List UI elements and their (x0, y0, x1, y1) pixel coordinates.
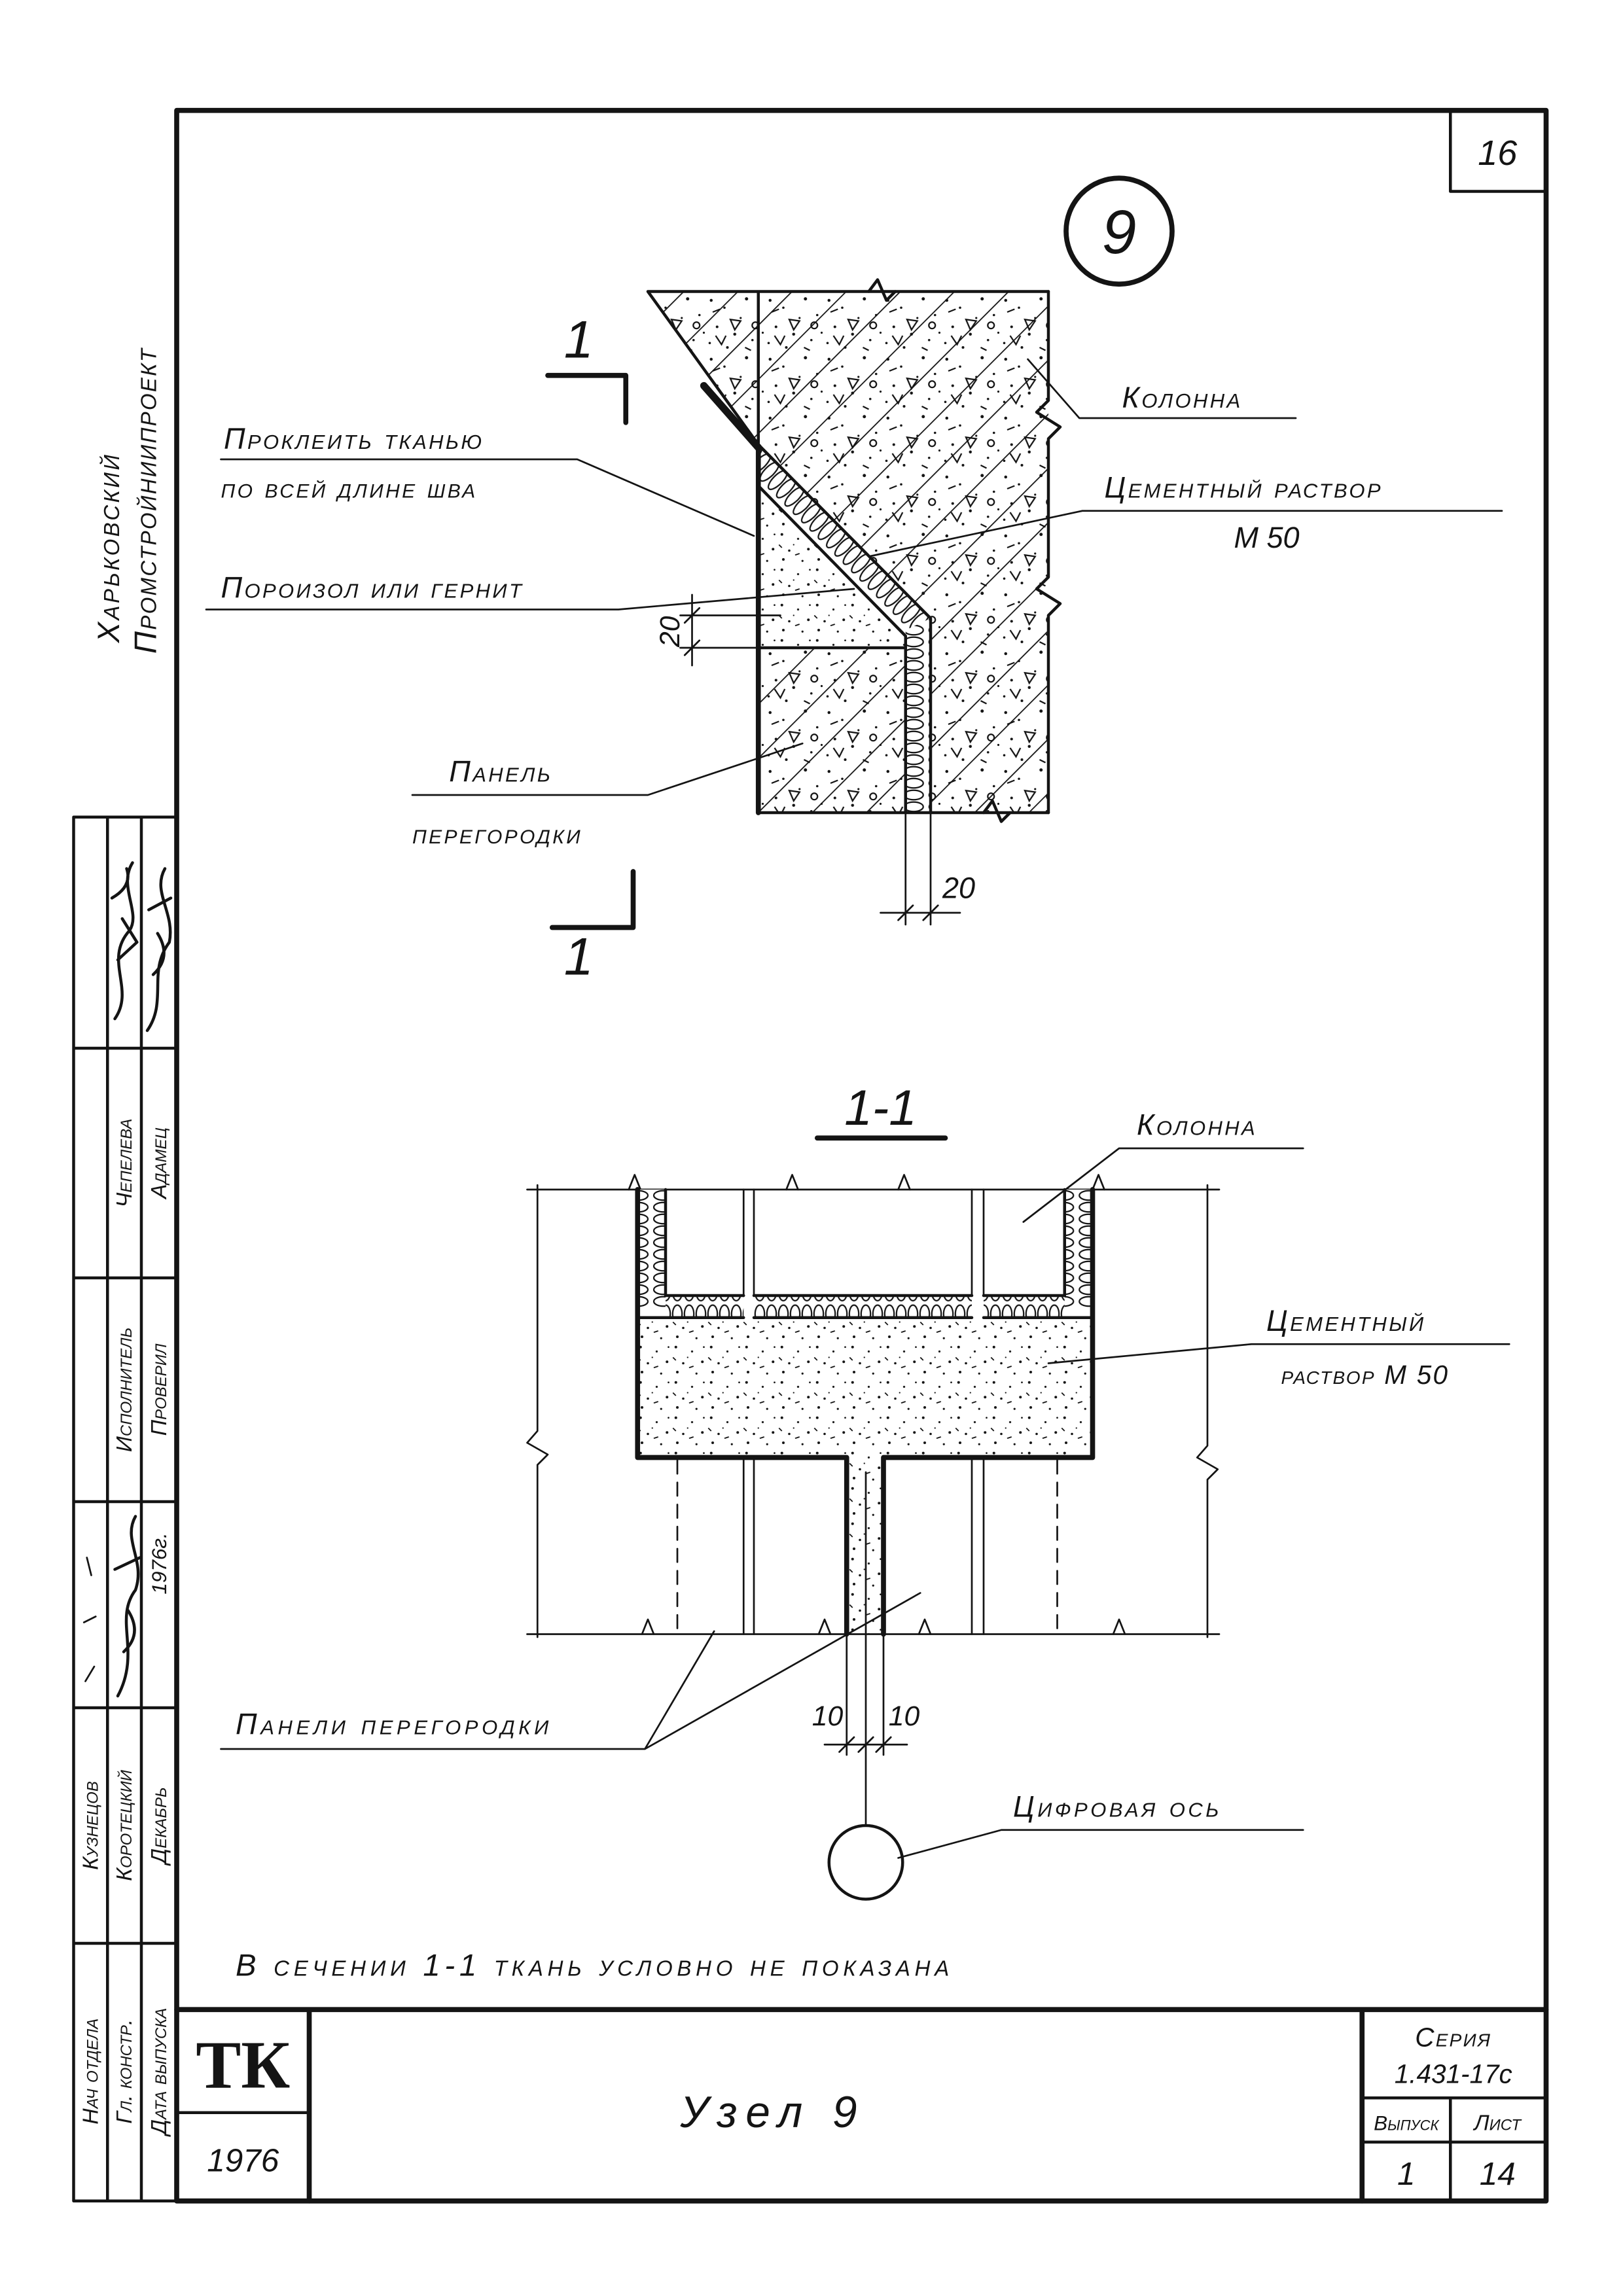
section-mark-bottom (549, 869, 636, 930)
section-mark-top-label: 1 (564, 311, 594, 370)
mortar-layer (758, 486, 906, 648)
dimension-left: 10 (812, 1701, 844, 1732)
organization-name-line1: Харьковский (92, 453, 126, 644)
executor-role: Исполнитель (112, 1328, 137, 1452)
gap-dimension (679, 593, 781, 667)
dimension-right: 10 (889, 1701, 920, 1732)
issue-date-role: Дата выпуска (147, 2008, 171, 2138)
joint-dimension-value: 20 (942, 871, 975, 904)
organization-name-line2: Промстройниипроект (128, 347, 163, 654)
signature-checker (145, 867, 173, 1033)
axis-label: Цифровая ось (1013, 1790, 1222, 1823)
panels-label: Панели перегородки (236, 1707, 552, 1740)
upper-detail: 20 20 1 1 Колонна Проклеить тканью по вс… (205, 278, 1503, 986)
checker-role: Проверил (147, 1343, 171, 1436)
filler-band-right (984, 1295, 1065, 1318)
issue-label: Выпуск (1374, 2111, 1439, 2135)
mortar-label-upper-line2: М 50 (1234, 521, 1300, 554)
sheet-value: 14 (1480, 2156, 1516, 2192)
mortar-outline (635, 1187, 1096, 1637)
node-number: 9 (1102, 198, 1137, 267)
mortar-label-section-line1: Цементный (1266, 1304, 1426, 1337)
organization-code: ТК (196, 2028, 290, 2102)
fabric-tape (700, 381, 762, 451)
sheet-label: Лист (1473, 2111, 1523, 2136)
panel-label-line2: перегородки (412, 819, 582, 850)
mortar-label-section-line2: раствор М 50 (1281, 1360, 1450, 1390)
sheet-frame (174, 107, 1549, 2204)
checker-name: Адамец (147, 1127, 171, 1200)
panel-label-line1: Панель (449, 755, 552, 788)
head-name: Кузнецов (78, 1781, 103, 1870)
series-value: 1.431-17с (1395, 2059, 1512, 2089)
issue-value: 1 (1397, 2156, 1416, 2192)
joint-dimension (880, 811, 961, 926)
partition-panel-hatch (758, 647, 906, 813)
signature-year: 1976г. (147, 1532, 171, 1594)
glue-label-line2: по всей длине шва (221, 472, 478, 504)
approval-stamp: 1976г. Чепелева Адамец Исполнитель Прове… (72, 815, 179, 2202)
filler-band-left (666, 1295, 744, 1318)
series-label: Серия (1415, 2022, 1491, 2052)
head-role: Нач отдела (78, 2019, 103, 2125)
organization-stamp: Харьковский Промстройниипроект (92, 347, 163, 654)
title-block: ТК 1976 Узел 9 Серия 1.431-17с Выпуск Ли… (174, 2007, 1549, 2204)
page-number-box (1449, 109, 1548, 193)
column-label-upper: Колонна (1122, 381, 1243, 414)
filler-label: Пороизол или гернит (221, 571, 524, 604)
issue-month: Декабрь (147, 1787, 171, 1866)
chief-name: Коротецкий (112, 1769, 137, 1881)
section-1-1: 1-1 10 10 Колонна Цементный раст (220, 1080, 1510, 1901)
axis-bubble (827, 1824, 904, 1901)
drawing-title: Узел 9 (679, 2088, 866, 2137)
filler-band-middle (754, 1295, 972, 1318)
page-number: 16 (1478, 133, 1518, 173)
mortar-label-upper-line1: Цементный раствор (1105, 470, 1383, 504)
section-mark-top (545, 372, 629, 425)
executor-name: Чепелева (112, 1119, 137, 1208)
section-dimension (823, 1633, 908, 1756)
section-title: 1-1 (844, 1080, 917, 1136)
drawing-note: В сечении 1-1 ткань условно не показана (236, 1948, 954, 1983)
node-marker: 9 (1063, 175, 1175, 287)
column-hatch (648, 291, 1049, 813)
signature-chief (113, 1515, 142, 1698)
drawing-year: 1976 (207, 2143, 279, 2179)
signature-head (82, 1557, 97, 1682)
chief-role: Гл. констр. (112, 2019, 137, 2124)
gap-dimension-value: 20 (654, 616, 686, 648)
signature-executor (110, 861, 139, 1021)
column-label-section: Колонна (1137, 1108, 1257, 1142)
glue-label-line1: Проклеить тканью (224, 422, 484, 455)
section-mark-bottom-label: 1 (564, 927, 594, 986)
